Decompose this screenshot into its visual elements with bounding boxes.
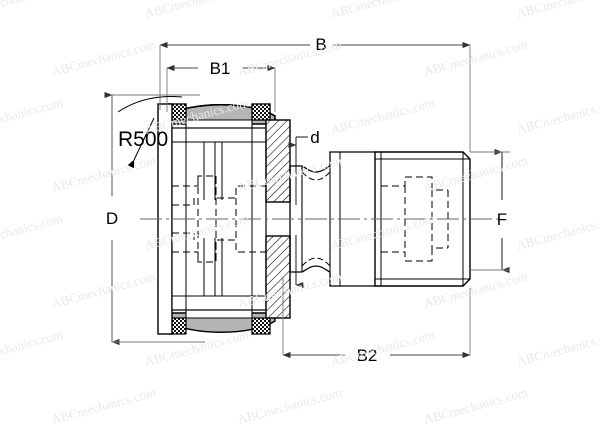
dimension-labels: B B1 B2 D F d R500 bbox=[106, 35, 507, 365]
dimension-layer bbox=[104, 41, 510, 359]
dimension-F bbox=[470, 148, 510, 274]
label-F: F bbox=[497, 210, 507, 229]
dimension-B2 bbox=[282, 278, 471, 359]
dimension-B1 bbox=[166, 64, 276, 112]
inner-race-hidden-detail bbox=[172, 175, 266, 263]
label-B1: B1 bbox=[210, 59, 231, 78]
inner-race-flange bbox=[265, 119, 291, 319]
dimension-R500-leader bbox=[117, 96, 183, 169]
label-R500: R500 bbox=[118, 128, 168, 151]
label-D: D bbox=[106, 209, 118, 228]
label-B2: B2 bbox=[357, 346, 378, 365]
dimension-d bbox=[288, 136, 308, 289]
dimension-D bbox=[104, 91, 205, 346]
label-B: B bbox=[315, 35, 326, 54]
dimension-B bbox=[159, 41, 471, 152]
label-d: d bbox=[310, 128, 319, 147]
